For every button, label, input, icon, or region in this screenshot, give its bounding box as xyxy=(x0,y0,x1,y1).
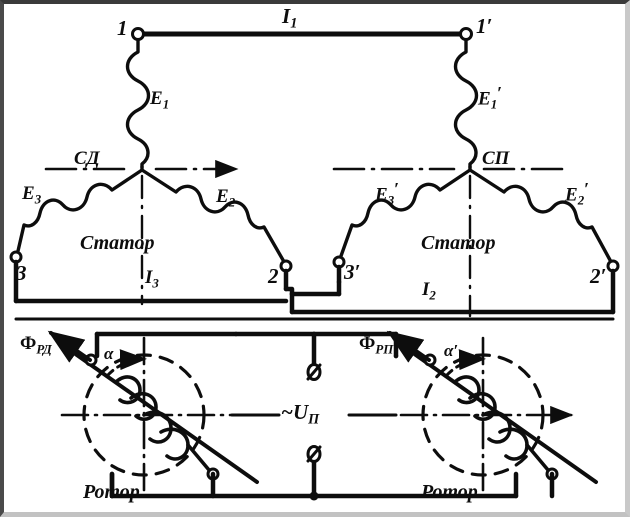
label-stator-left: Статор xyxy=(80,232,155,254)
label-current-i1: I1 xyxy=(282,4,298,32)
supply-terminal-top xyxy=(306,363,322,381)
winding-e3-prime xyxy=(339,168,472,258)
label-terminal-2-prime: 2′ xyxy=(590,264,607,288)
supply-junction-dot xyxy=(309,491,319,501)
label-current-i3: I3 xyxy=(145,267,159,291)
angle-arc-right xyxy=(444,349,486,378)
flux-arrow-right xyxy=(386,330,431,363)
rotor-left-winding xyxy=(72,351,259,484)
schematic-stage: I1 1 1′ E1 E1′ СД СП E3 E2 E3′ E2′ Стато… xyxy=(4,4,625,512)
label-terminal-3-prime: 3′ xyxy=(344,260,361,284)
label-emf-e2-prime: E2′ xyxy=(565,179,590,208)
angle-arc-left xyxy=(105,349,147,378)
label-rotor-right: Ротор xyxy=(421,481,478,503)
label-stator-right: Статор xyxy=(421,232,496,254)
label-emf-e1-prime: E1′ xyxy=(478,83,503,112)
winding-e1-prime xyxy=(453,38,479,169)
winding-e2-prime xyxy=(468,168,612,262)
flux-arrow-left xyxy=(47,330,92,363)
label-rotor-left: Ротор xyxy=(83,481,140,503)
label-flux-right: ФРП xyxy=(359,333,394,357)
label-emf-e2: E2 xyxy=(216,186,236,210)
label-angle-alpha-prime: α′ xyxy=(444,341,459,360)
label-emf-e3-prime: E3′ xyxy=(375,179,400,208)
winding-e1 xyxy=(125,38,151,169)
label-emf-e3: E3 xyxy=(22,183,42,207)
label-emf-e1: E1 xyxy=(150,88,170,112)
label-terminal-3: 3 xyxy=(16,261,27,285)
label-terminal-2: 2 xyxy=(268,264,279,288)
label-machine-sd: СД xyxy=(74,148,100,169)
label-angle-alpha: α xyxy=(104,344,114,363)
winding-e2 xyxy=(140,168,285,262)
label-flux-left: ФРД xyxy=(20,333,52,357)
terminal-node-1 xyxy=(131,27,145,41)
supply-terminal-bottom xyxy=(306,445,322,463)
rotor-right-winding xyxy=(411,351,598,484)
label-machine-sp: СП xyxy=(482,148,510,169)
label-terminal-1-prime: 1′ xyxy=(476,14,493,38)
schematic-drawing xyxy=(9,27,620,501)
label-supply-voltage: ~UП xyxy=(281,400,320,428)
label-terminal-1: 1 xyxy=(117,16,128,40)
winding-e3 xyxy=(16,168,144,253)
label-current-i2: I2 xyxy=(422,279,436,303)
terminal-node-1-prime xyxy=(459,27,473,41)
